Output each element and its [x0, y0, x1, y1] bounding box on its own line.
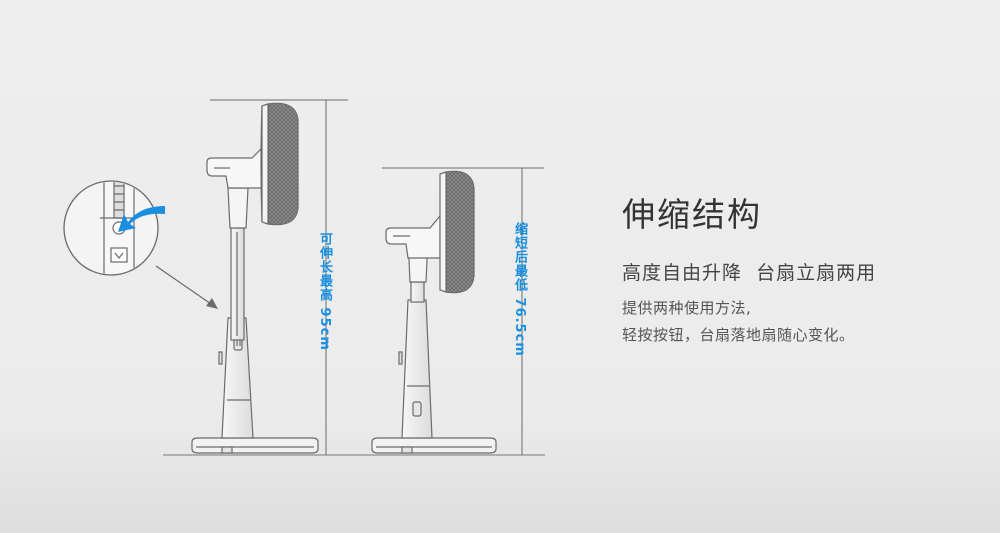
button-detail-callout: [63, 180, 218, 309]
feature-description: 伸缩结构 高度自由升降 台扇立扇两用 提供两种使用方法, 轻按按钮，台扇落地扇随…: [622, 188, 876, 349]
description-line: 轻按按钮，台扇落地扇随心变化。: [622, 326, 855, 344]
short-fan-base: [371, 437, 497, 454]
tall-fan-base: [191, 437, 319, 454]
tall-height-label: 可伸长最高 95cm: [317, 232, 332, 351]
short-fan-lower-housing: [401, 299, 433, 439]
subheadline: 高度自由升降 台扇立扇两用: [622, 262, 877, 284]
tall-fan-head: [267, 102, 299, 226]
short-height-label: 缩短后最低 76.5cm: [512, 222, 527, 357]
tall-dimension: [210, 99, 348, 455]
press-arrow-icon: [118, 206, 165, 232]
tall-fan: [191, 102, 319, 454]
short-fan-head: [445, 170, 475, 294]
headline: 伸缩结构: [622, 195, 762, 234]
description: 提供两种使用方法, 轻按按钮，台扇落地扇随心变化。: [622, 295, 876, 349]
tall-fan-lower-housing: [221, 317, 254, 439]
short-dimension: [382, 167, 544, 455]
description-line: 提供两种使用方法,: [622, 299, 752, 317]
short-fan: [371, 170, 497, 454]
